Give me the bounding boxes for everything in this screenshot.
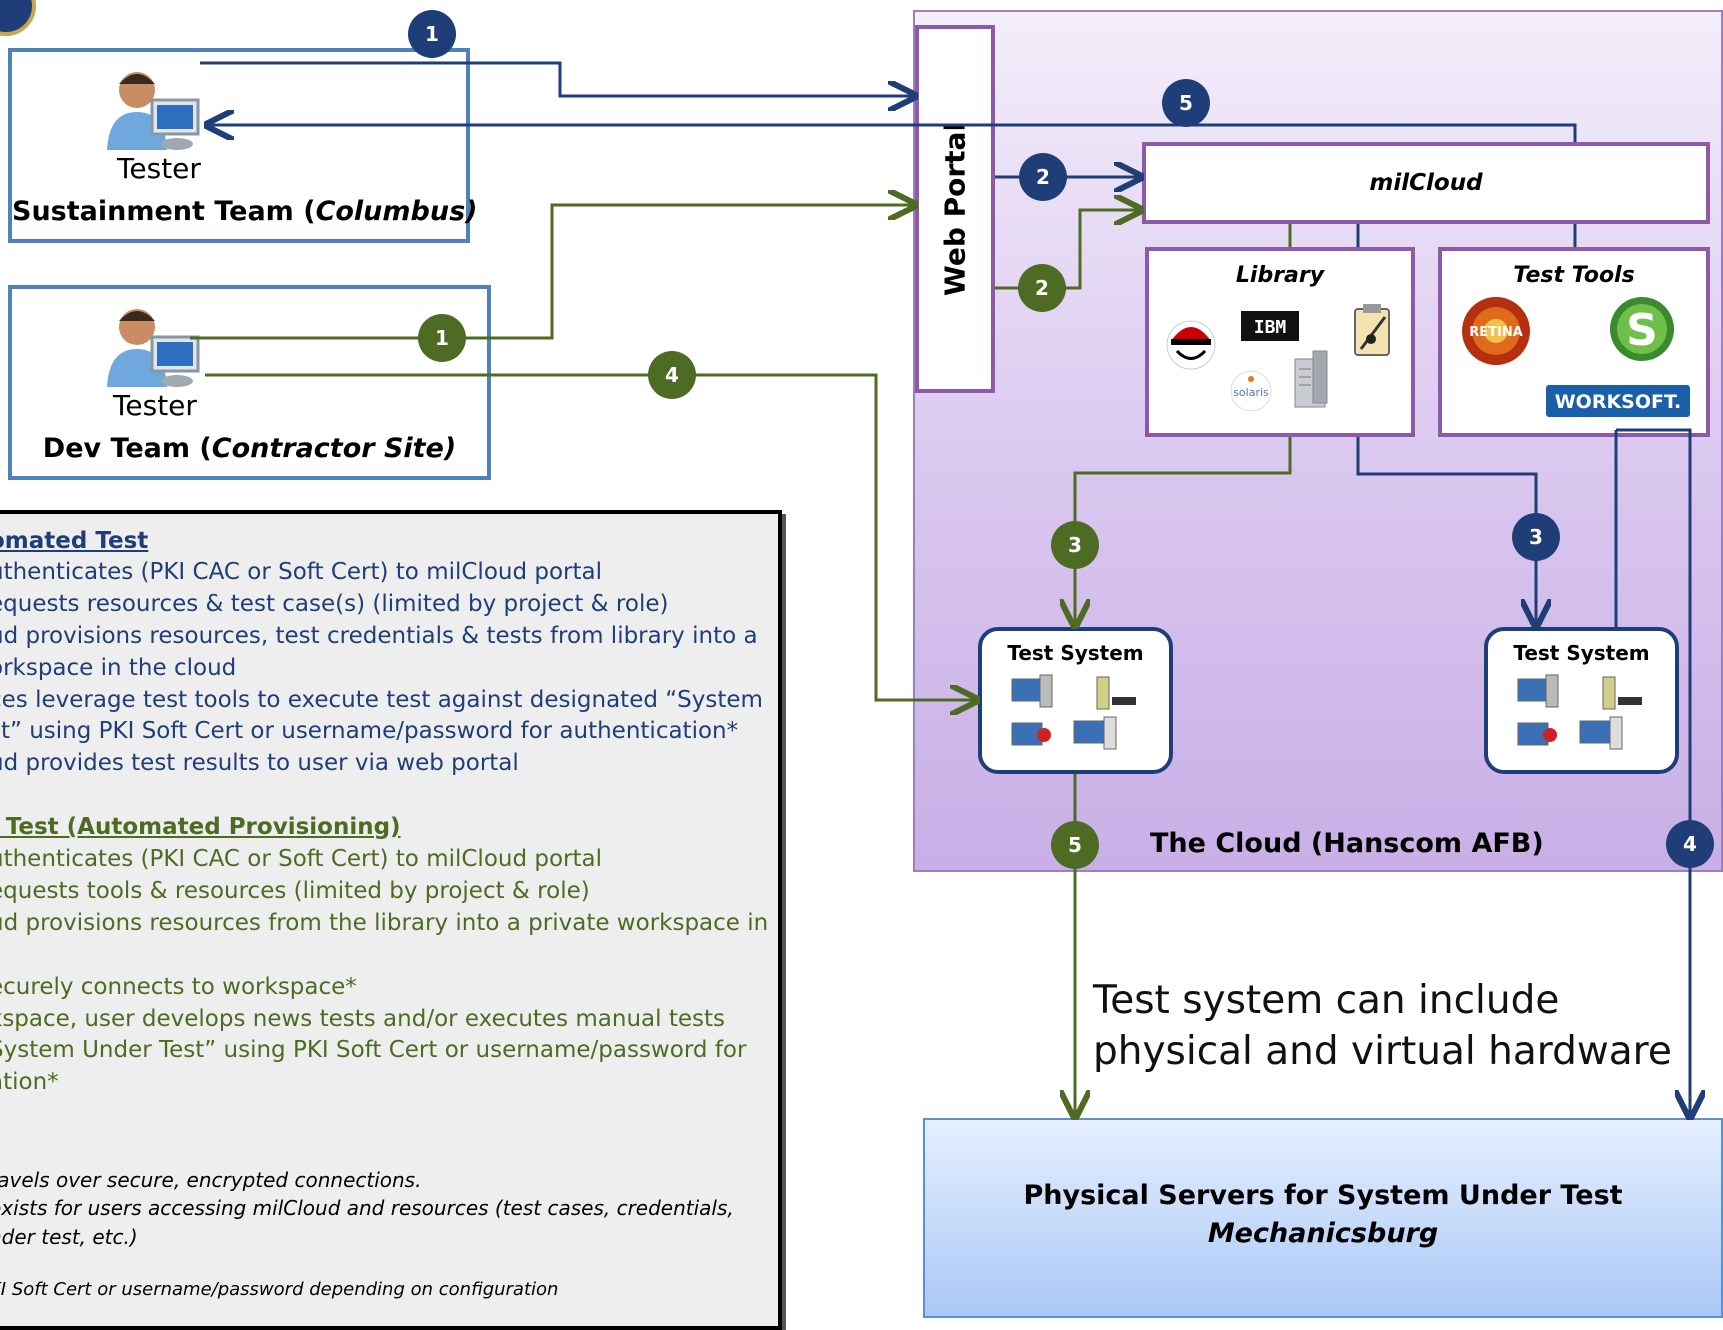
server-icon bbox=[1294, 350, 1328, 408]
svg-text:WORKSOFT.: WORKSOFT. bbox=[1555, 391, 1682, 413]
svg-text:2: 2 bbox=[1035, 276, 1049, 300]
flow-1-dev bbox=[190, 205, 912, 340]
legend-note: exists for users accessing milCloud and … bbox=[0, 1196, 734, 1220]
s-logo: S bbox=[1610, 297, 1674, 361]
flow-3-left bbox=[1075, 437, 1292, 623]
flow-4-right bbox=[1616, 428, 1690, 1114]
flow-3-right-down bbox=[1356, 437, 1536, 623]
svg-text:5: 5 bbox=[1179, 91, 1193, 115]
sustainment-team-name: Sustainment Team (Columbus) bbox=[12, 196, 478, 227]
svg-text:solaris: solaris bbox=[1233, 386, 1269, 399]
legend-note: nder test, etc.) bbox=[0, 1225, 138, 1249]
emblem-icon bbox=[0, 0, 36, 36]
flow-5-return bbox=[210, 125, 1577, 142]
badge-5-bottom: 5 bbox=[1051, 821, 1099, 869]
ibm-logo: IBM bbox=[1241, 311, 1299, 341]
legend-line: ces leverage test tools to execute test … bbox=[0, 687, 763, 713]
badge-4-right: 4 bbox=[1666, 820, 1714, 868]
svg-text:S: S bbox=[1626, 305, 1658, 356]
svg-text:2: 2 bbox=[1036, 165, 1050, 189]
tester-label: Tester bbox=[117, 152, 201, 185]
tester-label: Tester bbox=[113, 389, 197, 422]
badge-3-left: 3 bbox=[1051, 521, 1099, 569]
hardware-note: Test system can include physical and vir… bbox=[1093, 978, 1672, 1074]
badge-3-right: 3 bbox=[1512, 513, 1560, 561]
legend-note: ravels over secure, encrypted connection… bbox=[0, 1168, 422, 1192]
legend-box: omated Test uthenticates (PKI CAC or Sof… bbox=[0, 510, 782, 1330]
svg-text:RETINA: RETINA bbox=[1469, 325, 1523, 340]
physical-servers-title: Physical Servers for System Under Test bbox=[1023, 1180, 1623, 1211]
legend-line: uthenticates (PKI CAC or Soft Cert) to m… bbox=[0, 559, 603, 585]
test-tools-title: Test Tools bbox=[1513, 263, 1635, 288]
test-system-right: Test System bbox=[1484, 627, 1679, 774]
test-system-left: Test System bbox=[978, 627, 1173, 774]
flow-1-sustainment bbox=[200, 61, 912, 96]
physical-servers-location: Mechanicsburg bbox=[1207, 1218, 1439, 1249]
clipboard-icon bbox=[1354, 304, 1390, 356]
badge-2-top: 2 bbox=[1019, 153, 1067, 201]
legend-line: st” using PKI Soft Cert or username/pass… bbox=[0, 718, 739, 744]
library-title: Library bbox=[1235, 263, 1325, 288]
legend-line: ud provisions resources, test credential… bbox=[0, 623, 758, 649]
solaris-logo: solaris bbox=[1230, 370, 1272, 412]
computers-icon bbox=[1517, 674, 1642, 750]
badge-5-top: 5 bbox=[1162, 79, 1210, 127]
badge-2-bottom: 2 bbox=[1018, 264, 1066, 312]
test-system-left-title: Test System bbox=[1007, 641, 1144, 665]
svg-text:4: 4 bbox=[665, 363, 679, 387]
badge-1-top: 1 bbox=[408, 10, 456, 58]
svg-text:1: 1 bbox=[425, 22, 439, 46]
tester-icon bbox=[107, 309, 200, 387]
legend-line: ecurely connects to workspace* bbox=[0, 974, 357, 1000]
milcloud-label: milCloud bbox=[1369, 170, 1483, 196]
physical-servers-box: Physical Servers for System Under Test M… bbox=[923, 1118, 1723, 1318]
retina-logo: RETINA bbox=[1462, 297, 1530, 365]
milcloud-box: milCloud bbox=[1142, 142, 1710, 224]
svg-text:1: 1 bbox=[435, 326, 449, 350]
flow-2-bottom bbox=[995, 210, 1138, 290]
legend-line: equests resources & test case(s) (limite… bbox=[0, 591, 669, 617]
test-tools-panel: Test Tools RETINA S WORKSOFT. bbox=[1438, 247, 1710, 437]
dev-team-box: Tester Dev Team (Contractor Site) bbox=[8, 285, 491, 480]
legend-line: ation* bbox=[0, 1069, 59, 1095]
legend-line: kspace, user develops news tests and/or … bbox=[0, 1006, 725, 1032]
svg-text:3: 3 bbox=[1068, 533, 1082, 557]
legend-line: uthenticates (PKI CAC or Soft Cert) to m… bbox=[0, 846, 603, 872]
sustainment-team-box: Tester Sustainment Team (Columbus) bbox=[8, 48, 478, 243]
svg-text:IBM: IBM bbox=[1254, 317, 1287, 338]
svg-text:3: 3 bbox=[1529, 525, 1543, 549]
legend-line: System Under Test” using PKI Soft Cert o… bbox=[0, 1037, 747, 1063]
legend-line: ud provides test results to user via web… bbox=[0, 750, 519, 776]
legend-line: ud provisions resources from the library… bbox=[0, 910, 769, 936]
test-system-right-title: Test System bbox=[1513, 641, 1650, 665]
legend-line: orkspace in the cloud bbox=[0, 655, 237, 681]
legend-line: omated Test bbox=[0, 528, 149, 554]
redhat-logo bbox=[1166, 320, 1216, 370]
tester-icon bbox=[107, 72, 200, 150]
badge-4-dev: 4 bbox=[648, 351, 696, 399]
flow-4-dev bbox=[205, 373, 974, 700]
legend-note: KI Soft Cert or username/password depend… bbox=[0, 1279, 559, 1300]
legend-line: ’ Test (Automated Provisioning) bbox=[0, 814, 401, 840]
svg-text:4: 4 bbox=[1683, 832, 1697, 856]
badge-1-dev: 1 bbox=[418, 314, 466, 362]
legend-line: equests tools & resources (limited by pr… bbox=[0, 878, 590, 904]
worksoft-logo: WORKSOFT. bbox=[1546, 385, 1690, 417]
computers-icon bbox=[1011, 674, 1136, 750]
svg-text:5: 5 bbox=[1068, 833, 1082, 857]
library-panel: Library IBM solaris bbox=[1145, 247, 1415, 437]
dev-team-name: Dev Team (Contractor Site) bbox=[42, 433, 457, 464]
cloud-label: The Cloud (Hanscom AFB) bbox=[1150, 828, 1544, 859]
